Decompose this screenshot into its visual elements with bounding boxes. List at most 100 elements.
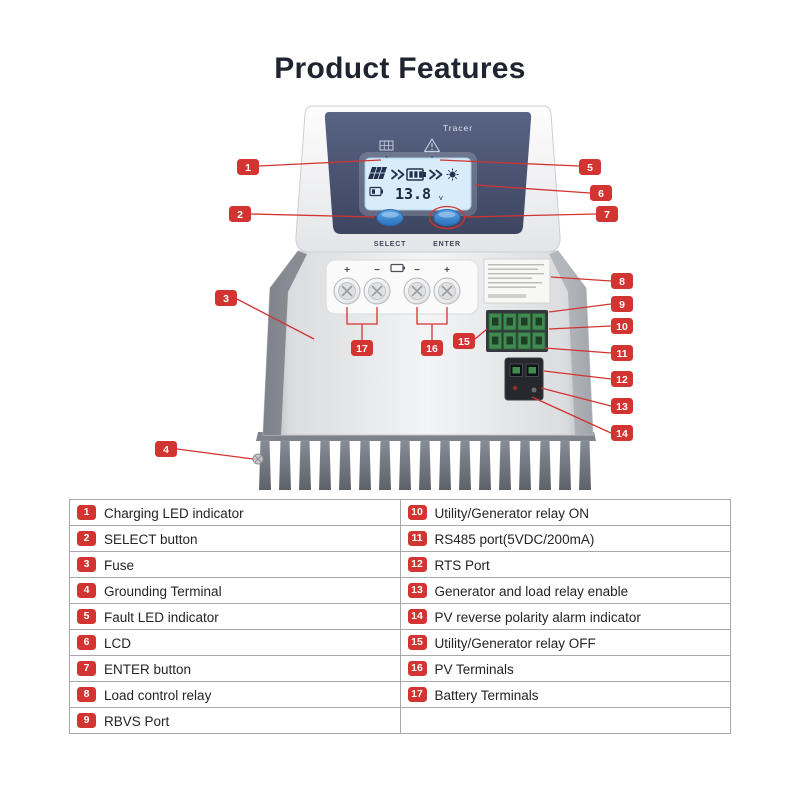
lcd-load-icon [446, 168, 459, 181]
feature-label: Utility/Generator relay ON [434, 505, 590, 521]
lcd-battery-icon [406, 168, 426, 181]
select-button [376, 209, 404, 226]
enter-button [433, 209, 461, 226]
feature-number: 6 [77, 635, 96, 651]
svg-text:4: 4 [163, 444, 169, 456]
feature-number: 8 [77, 687, 96, 703]
page-title: Product Features [274, 52, 526, 85]
feature-cell-9: 9 RBVS Port [69, 707, 401, 734]
feature-label: LCD [104, 635, 132, 651]
feature-label: Charging LED indicator [104, 505, 244, 521]
feature-label: Grounding Terminal [104, 583, 222, 599]
grounding-screw-slot [254, 455, 262, 463]
feature-number: 15 [407, 635, 427, 651]
callout-6-line [474, 184, 591, 194]
callout-15: 15 [453, 333, 475, 349]
lcd-voltage-value: 13.8 [395, 185, 431, 203]
feature-number: 4 [77, 583, 96, 599]
feature-number: 3 [77, 557, 96, 573]
feature-number: 12 [407, 557, 427, 573]
callout-12: 12 [611, 371, 633, 387]
callout-lines [176, 159, 612, 460]
callout-15-line [474, 328, 488, 340]
feature-number: 2 [77, 531, 96, 547]
feature-number: 7 [77, 661, 96, 677]
callout-9: 9 [611, 296, 633, 312]
comm-port-module [504, 357, 544, 401]
callout-8: 8 [611, 273, 633, 289]
callout-16: 16 [421, 340, 443, 356]
feature-label: PV reverse polarity alarm indicator [434, 609, 641, 625]
callout-6: 6 [590, 185, 612, 201]
terminal-sign: − [374, 265, 380, 276]
svg-text:17: 17 [356, 343, 368, 355]
svg-text:11: 11 [616, 348, 627, 360]
enter-button-label: ENTER [433, 241, 461, 248]
callout-4: 4 [155, 441, 177, 457]
lcd-voltage-unit: v [439, 193, 443, 202]
terminal-sign: + [344, 265, 350, 276]
callout-11-line [544, 347, 612, 354]
svg-text:14: 14 [616, 428, 628, 440]
fault-warning-icon [423, 138, 441, 153]
feature-cell-1: 1 Charging LED indicator [69, 499, 401, 526]
lcd-solar-panel-icon [368, 166, 387, 180]
callout-10-line [548, 325, 612, 330]
feature-cell-8: 8 Load control relay [69, 681, 401, 708]
terminal-sign: + [444, 265, 450, 276]
battery-symbol-icon [390, 263, 405, 273]
right-side-panel [549, 251, 593, 435]
feature-label: Fault LED indicator [104, 609, 219, 625]
relay-port-row-bottom [488, 332, 546, 350]
svg-text:2: 2 [237, 209, 243, 221]
callout-2-line [250, 213, 376, 218]
feature-cell-2: 2 SELECT button [69, 525, 401, 552]
feature-label: Battery Terminals [434, 687, 539, 703]
feature-label: Load control relay [104, 687, 212, 703]
callout-1: 1 [237, 159, 259, 175]
module-screw [531, 387, 537, 393]
feature-number: 13 [407, 583, 427, 599]
pv-terminals [403, 277, 461, 305]
feature-label: Fuse [104, 557, 135, 573]
device-top-face: Tracer [295, 105, 561, 253]
table-row: 9 RBVS Port [69, 707, 731, 734]
svg-text:16: 16 [426, 343, 438, 355]
lcd-flow-arrows-left [391, 169, 405, 180]
feature-number: 11 [407, 531, 427, 547]
rts-port [525, 363, 539, 377]
pv-reverse-polarity-led [512, 385, 518, 391]
relay-connector-block [486, 310, 548, 352]
select-button-label: SELECT [374, 241, 406, 248]
enter-button-highlight-ring [428, 205, 466, 230]
callout-7-line [464, 213, 597, 218]
svg-text:10: 10 [616, 321, 628, 333]
feature-label: ENTER button [104, 661, 192, 677]
callout-4-line [176, 448, 254, 460]
svg-text:8: 8 [619, 276, 625, 288]
relay-port-row-top [488, 313, 546, 331]
rs485-port [509, 363, 523, 377]
feature-cell-6: 6 LCD [69, 629, 401, 656]
callout-17-bracket [346, 307, 378, 340]
feature-number: 1 [77, 505, 96, 521]
feature-number: 9 [77, 713, 96, 729]
lcd-batt-glyph [369, 186, 383, 197]
feature-label: RBVS Port [104, 713, 170, 729]
feature-label: SELECT button [104, 531, 198, 547]
